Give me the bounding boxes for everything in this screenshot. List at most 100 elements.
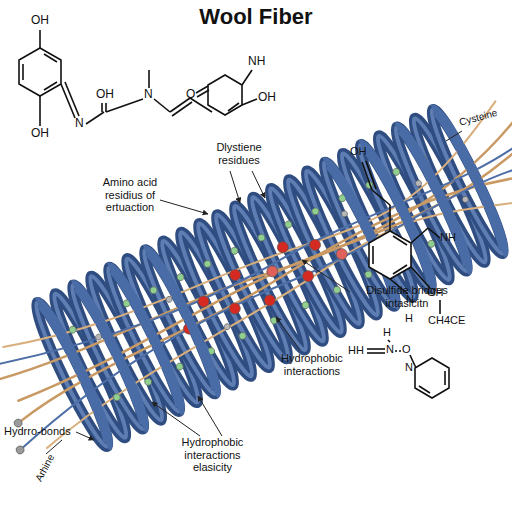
atom-label: N bbox=[75, 117, 84, 131]
disulfide-ball bbox=[227, 301, 242, 316]
disulfide-ball bbox=[228, 268, 243, 283]
double-bond bbox=[419, 386, 430, 393]
bond bbox=[439, 300, 441, 314]
disulfide-ball bbox=[301, 269, 316, 284]
bond bbox=[411, 228, 428, 243]
leader-line bbox=[46, 440, 62, 454]
leader-line bbox=[446, 131, 462, 141]
strand-end bbox=[15, 445, 26, 456]
residue-ball bbox=[112, 393, 121, 402]
atom-label: N bbox=[406, 293, 414, 306]
bond bbox=[388, 340, 390, 342]
atom-label: OH bbox=[350, 145, 367, 158]
pyridine-ring bbox=[208, 75, 242, 115]
bond bbox=[428, 228, 440, 238]
callout-label: Hydrro-bonds bbox=[4, 425, 71, 438]
double-bond bbox=[393, 236, 407, 245]
atom-label: OH bbox=[96, 88, 114, 102]
residue-ball bbox=[415, 179, 423, 187]
residue-ball bbox=[203, 259, 212, 268]
bond bbox=[148, 70, 150, 88]
double-bond bbox=[44, 82, 57, 90]
leader-line bbox=[252, 171, 265, 198]
bond bbox=[389, 205, 391, 231]
residue-ball bbox=[332, 285, 341, 294]
residue-ball bbox=[149, 286, 158, 295]
leader-line bbox=[76, 432, 94, 440]
residue-ball bbox=[340, 210, 348, 218]
disulfide-ball bbox=[262, 293, 277, 308]
atom-label: OH bbox=[427, 286, 444, 299]
callout-label: Amino acid residius of ertuaction bbox=[95, 176, 165, 214]
bond bbox=[86, 112, 104, 124]
residue-ball bbox=[284, 220, 293, 229]
leader-line bbox=[230, 171, 240, 203]
double-bond bbox=[444, 371, 446, 385]
atom-label: H bbox=[383, 326, 391, 339]
leader-line bbox=[198, 396, 222, 436]
disulfide-ball bbox=[275, 240, 290, 255]
disulfide-ball bbox=[334, 247, 349, 262]
callout-label: Dlystiene residues bbox=[208, 141, 270, 166]
atom-label: OH bbox=[31, 14, 49, 28]
atom-label: OH bbox=[258, 91, 276, 105]
residue-ball bbox=[144, 377, 153, 386]
double-bond bbox=[366, 161, 376, 189]
leader-line bbox=[302, 260, 350, 292]
double-bond bbox=[105, 103, 107, 112]
leader-line bbox=[152, 402, 200, 436]
double-bond bbox=[101, 103, 103, 112]
double-bond bbox=[197, 90, 209, 97]
double-bond bbox=[367, 348, 385, 350]
benzene-ring bbox=[369, 231, 411, 279]
double-bond bbox=[65, 82, 79, 116]
leader-line bbox=[276, 317, 300, 350]
atom-label: N bbox=[405, 361, 413, 374]
helix-coil-front bbox=[433, 106, 511, 254]
double-bond bbox=[372, 246, 374, 264]
callout-label: Hydrophobic interactions bbox=[272, 352, 352, 377]
disulfide-ball bbox=[308, 238, 323, 253]
atom-label: H bbox=[405, 312, 413, 325]
residue-ball bbox=[257, 233, 266, 242]
bond bbox=[154, 99, 170, 112]
residue-ball bbox=[176, 272, 185, 281]
double-bond bbox=[228, 103, 239, 111]
atom-label: NH bbox=[440, 231, 456, 244]
residue-ball bbox=[311, 207, 320, 216]
helix-coil-front bbox=[145, 246, 223, 394]
atom-label: CH4CE bbox=[428, 314, 465, 327]
double-bond bbox=[367, 352, 385, 354]
residue-ball bbox=[301, 301, 310, 310]
disulfide-ball bbox=[265, 264, 280, 279]
leader-line bbox=[160, 200, 208, 214]
bond bbox=[242, 99, 257, 105]
residue-ball bbox=[392, 167, 401, 176]
atom-label: O bbox=[186, 88, 195, 102]
pyridine-ring bbox=[415, 358, 449, 398]
atom-label: OH bbox=[31, 127, 49, 141]
bond bbox=[362, 162, 372, 190]
benzene-ring bbox=[19, 48, 61, 96]
fiber-strand bbox=[1, 101, 512, 389]
diagram-title: Wool Fiber bbox=[0, 5, 512, 29]
residue-ball bbox=[223, 323, 231, 331]
bond bbox=[372, 190, 390, 205]
atom-label: NH bbox=[248, 55, 265, 69]
atom-label: N bbox=[144, 88, 153, 102]
double-bond bbox=[172, 102, 192, 116]
bond bbox=[242, 70, 252, 85]
atom-label: HH bbox=[348, 344, 364, 357]
residue-ball bbox=[364, 270, 373, 279]
bond bbox=[39, 30, 41, 48]
disulfide-ball bbox=[196, 294, 211, 309]
bond bbox=[39, 96, 41, 126]
residue-ball bbox=[238, 331, 247, 340]
residue-ball bbox=[269, 316, 278, 325]
residue-ball bbox=[68, 325, 77, 334]
callout-label: Hydrophobic interactions elasicity bbox=[170, 436, 255, 474]
double-bond bbox=[44, 54, 57, 62]
hydrogen-bond bbox=[395, 350, 402, 352]
